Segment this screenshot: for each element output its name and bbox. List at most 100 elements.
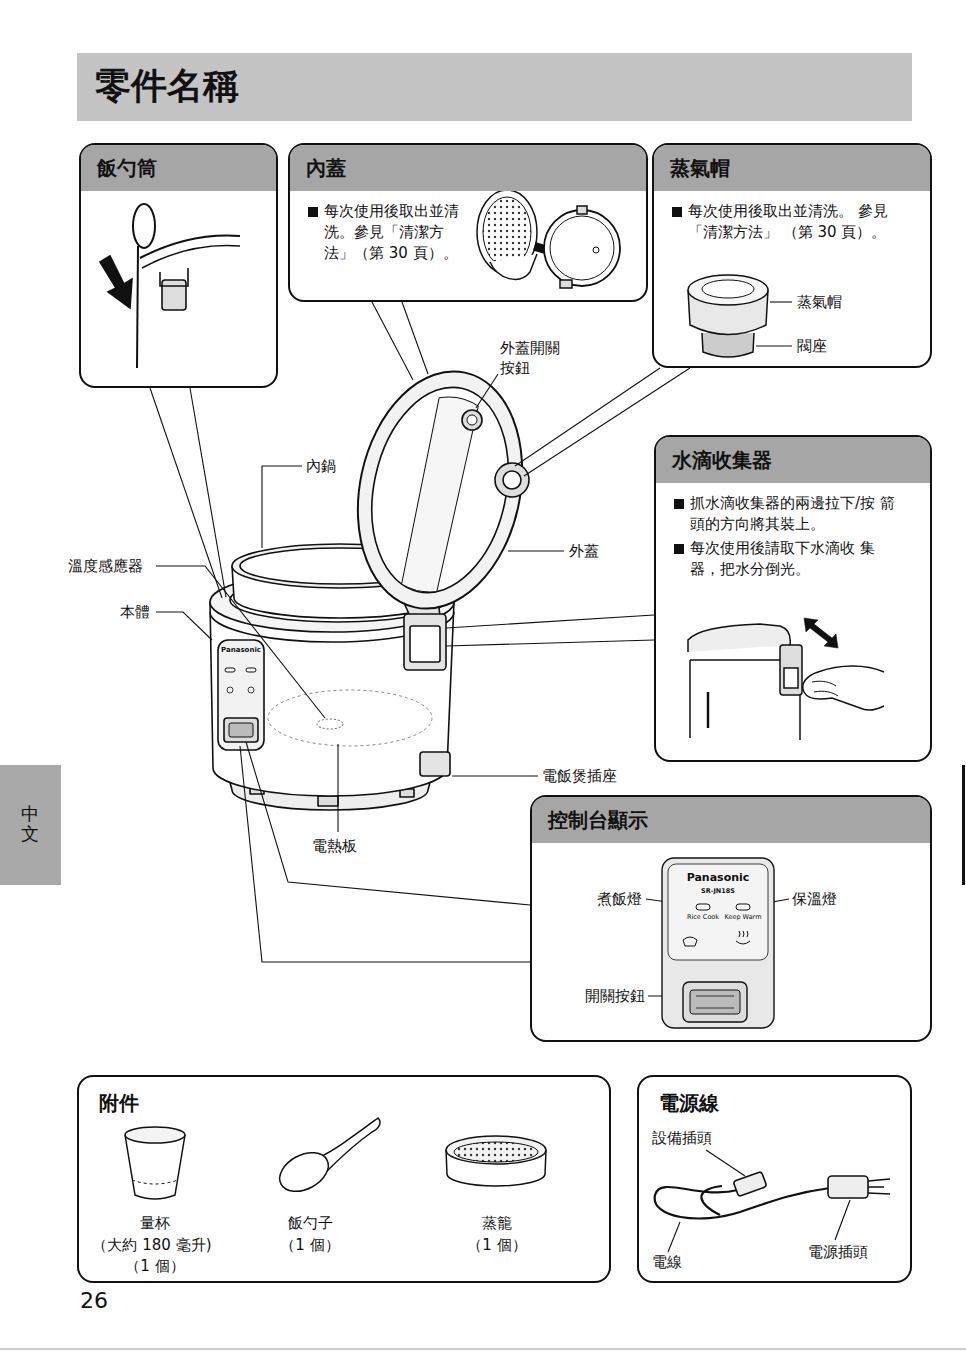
bullet-note: 每次使用後取出並清洗。 參見「清潔方法」 （第 30 頁）。 — [688, 201, 888, 243]
steam-cap-figure — [702, 280, 754, 298]
rice-cooker — [224, 718, 258, 742]
accessory-figure — [125, 1127, 185, 1143]
inner-lid-figure — [544, 210, 620, 286]
control-panel-figure — [736, 931, 750, 944]
inner-lid-figure — [490, 254, 537, 279]
power-cord-figure — [655, 1171, 890, 1218]
panel-box: 內蓋每次使用後取出並清 洗。參見「清潔方 法」（第 30 頁）。 — [288, 143, 648, 302]
water-collector-figure — [688, 618, 884, 740]
rice-cooker — [503, 471, 521, 489]
water-collector-figure — [707, 692, 710, 728]
rice-cooker — [420, 752, 450, 776]
part-label: 本體 — [120, 602, 150, 622]
bullet-square — [674, 499, 684, 509]
accessory-note: （1 個） — [280, 1235, 339, 1255]
water-collector-figure — [784, 668, 798, 688]
accessory-label: 量杯 — [140, 1213, 170, 1233]
part-label: 蒸氣帽 — [797, 292, 842, 312]
title-band — [77, 53, 912, 121]
rice-cooker — [227, 687, 233, 693]
accessory-note: （1 個） — [125, 1256, 184, 1276]
water-collector-figure — [689, 660, 691, 738]
steam-cap-figure — [702, 333, 754, 357]
panel-box: 蒸氣帽每次使用後取出並清洗。 參見「清潔方法」 （第 30 頁）。 — [652, 143, 932, 368]
water-collector-figure — [688, 624, 790, 652]
power-cord-figure — [828, 1176, 868, 1198]
water-collector-figure — [812, 681, 838, 696]
spoon-holder-figure — [162, 280, 186, 310]
leader-line — [246, 742, 530, 905]
rice-cooker — [246, 668, 256, 672]
water-collector-figure — [799, 695, 801, 740]
water-collector-figure — [803, 666, 884, 710]
accessory-figure — [125, 1118, 546, 1199]
rice-cooker — [462, 410, 482, 430]
accessory-note: （1 個） — [467, 1235, 526, 1255]
rice-cooker — [404, 614, 446, 670]
panel-box: 水滴收集器抓水滴收集器的兩邊拉下/按 箭頭的方向將其裝上。每次使用後請取下水滴收… — [654, 435, 932, 762]
rice-cooker — [218, 640, 264, 750]
indicator-label: Keep Warm — [724, 913, 761, 922]
language-tab — [0, 1349, 966, 1350]
part-label: 外蓋開關 按鈕 — [500, 338, 566, 378]
panel-box: 電源線 — [637, 1075, 912, 1283]
brand-mark: Panasonic — [221, 646, 261, 655]
page-number: 26 — [80, 1287, 108, 1315]
steam-cap-figure — [688, 275, 768, 305]
bullet-square — [672, 207, 682, 217]
rice-cooker — [467, 415, 477, 425]
title-band — [77, 53, 912, 121]
leader-line — [706, 1150, 745, 1176]
panel-heading: 內蓋 — [290, 145, 646, 191]
control-panel-figure — [690, 990, 740, 1014]
spoon-holder-figure — [133, 204, 155, 248]
bullet-note: 抓水滴收集器的兩邊拉下/按 箭頭的方向將其裝上。 — [690, 493, 898, 535]
rice-cooker — [337, 356, 543, 624]
rice-cooker — [210, 356, 543, 810]
rice-cooker — [495, 463, 529, 497]
accessory-figure — [446, 1136, 546, 1164]
control-panel-figure — [696, 996, 734, 1008]
control-panel-figure — [683, 937, 697, 946]
leader-line — [156, 612, 212, 640]
leader-line — [452, 775, 538, 776]
power-cord-figure — [733, 1171, 767, 1196]
steam-cap-figure — [688, 275, 768, 357]
control-panel-figure — [668, 864, 768, 960]
model-number: SR-JN18S — [701, 887, 735, 896]
accessory-figure — [125, 1135, 185, 1199]
part-label: 內鍋 — [306, 456, 336, 476]
water-collector-figure — [690, 659, 780, 661]
rice-cooker — [318, 796, 338, 806]
leader-line — [446, 615, 654, 628]
spoon-holder-figure — [100, 256, 132, 308]
leader-line — [756, 345, 792, 346]
accessory-note: （大約 180 毫升) — [92, 1235, 211, 1255]
panel-heading: 飯勺筒 — [81, 145, 276, 191]
power-cord-figure — [868, 1179, 890, 1194]
leader-line — [446, 640, 654, 646]
language-tab-label: 中文 — [21, 804, 39, 844]
brand-mark: Panasonic — [687, 871, 750, 885]
panel-heading: 水滴收集器 — [656, 437, 930, 483]
spoon-holder-figure — [160, 268, 188, 286]
rice-cooker — [317, 719, 343, 729]
part-label: 保溫燈 — [792, 889, 837, 909]
panel-box: 飯勺筒 — [79, 143, 278, 388]
leader-line — [515, 368, 660, 466]
spoon-holder-figure — [137, 246, 138, 368]
accessory-figure — [454, 1142, 538, 1162]
rice-cooker — [225, 668, 235, 672]
inner-lid-figure — [477, 190, 620, 288]
control-panel-figure — [736, 904, 750, 910]
leader-line — [240, 746, 530, 962]
panel-heading: 蒸氣帽 — [654, 145, 930, 191]
bullet-square — [308, 207, 318, 217]
leader-line — [668, 1222, 680, 1252]
leader-line — [402, 302, 428, 374]
language-tab — [962, 765, 965, 885]
part-label: 電飯煲插座 — [542, 766, 617, 786]
water-collector-figure — [804, 618, 838, 648]
